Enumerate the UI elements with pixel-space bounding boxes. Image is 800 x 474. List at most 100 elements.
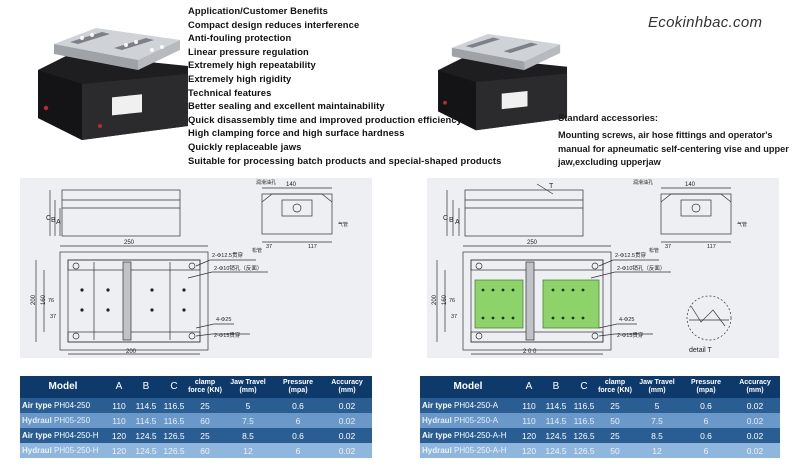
- table-header-row: Model A B C clamp force (KN) Jaw Travel …: [420, 376, 780, 398]
- cell-accuracy: 0.02: [322, 428, 372, 443]
- product-photo-left: [30, 14, 190, 142]
- cell-force: 60: [188, 443, 222, 458]
- accessories-text: Mounting screws, air hose fittings and o…: [558, 130, 789, 168]
- cell-pressure: 0.6: [274, 428, 322, 443]
- cell-travel: 8.5: [222, 428, 274, 443]
- label-air-pipe: 气管: [338, 221, 348, 228]
- callout-through-15: 2-Φ15贯穿: [214, 331, 241, 339]
- label-lube-hole: 润滑油孔: [256, 179, 276, 186]
- cell-c: 116.5: [160, 413, 188, 428]
- dim-140: 140: [685, 182, 696, 188]
- dim-label-a: A: [56, 219, 61, 226]
- detail-t-label: detail T: [689, 347, 713, 354]
- cell-travel: 5: [222, 398, 274, 413]
- dim-label-c: C: [46, 215, 51, 222]
- feature-item: Compact design reduces interference: [188, 18, 360, 30]
- cell-accuracy: 0.02: [322, 398, 372, 413]
- cell-accuracy: 0.02: [730, 443, 780, 458]
- cell-force: 25: [188, 428, 222, 443]
- cell-travel: 12: [632, 443, 682, 458]
- callout-pin-hole: 2-Φ10销孔（反面）: [214, 264, 262, 272]
- cell-c: 116.5: [570, 413, 598, 428]
- dim-160: 160: [41, 294, 47, 305]
- cell-b: 114.5: [132, 398, 160, 413]
- cell-b: 124.5: [132, 443, 160, 458]
- model-cell: Hydraul PH05-250: [20, 413, 106, 428]
- model-cell: Air type PH04-250-H: [20, 428, 106, 443]
- technical-drawing-right: C B A T 140 润滑油孔 37 117 气管 松管: [427, 178, 779, 358]
- model-cell: Air type PH04-250: [20, 398, 106, 413]
- model-cell: Hydraul PH05-250-A: [420, 413, 516, 428]
- header-pressure: Pressure (mpa): [682, 376, 730, 398]
- header-a: A: [516, 376, 542, 398]
- cell-b: 124.5: [542, 428, 570, 443]
- model-cell: Air type PH04-250-A-H: [420, 428, 516, 443]
- cell-pressure: 6: [274, 443, 322, 458]
- accessories-block: Standard accessories: Mounting screws, a…: [558, 112, 794, 170]
- callout-through-15: 2-Φ15贯穿: [617, 331, 644, 339]
- watermark-text: Ecokinhbac.com: [648, 14, 763, 31]
- dim-label-b: B: [449, 217, 454, 224]
- feature-item: Anti-fouling protection: [188, 32, 292, 44]
- header-jaw-travel: Jaw Travel (mm): [222, 376, 274, 398]
- cell-a: 110: [516, 413, 542, 428]
- table-row: Air type PH04-250-A 110 114.5 116.5 25 5…: [420, 398, 780, 413]
- callout-counterbore: 4-Φ25: [619, 317, 634, 323]
- dim-117: 117: [707, 244, 716, 250]
- cell-travel: 5: [632, 398, 682, 413]
- plan-view-body: [59, 251, 209, 351]
- cell-c: 126.5: [160, 443, 188, 458]
- cell-pressure: 0.6: [682, 398, 730, 413]
- feature-item: Quickly replaceable jaws: [188, 140, 302, 152]
- feature-item: Extremely high repeatability: [188, 59, 316, 71]
- model-cell: Hydraul PH05-250-H: [20, 443, 106, 458]
- label-release-pipe: 松管: [649, 247, 659, 254]
- dim-37: 37: [266, 244, 272, 250]
- cell-a: 110: [106, 413, 132, 428]
- dim-37-vertical: 37: [451, 314, 457, 320]
- header-c: C: [160, 376, 188, 398]
- cell-a: 120: [106, 428, 132, 443]
- cell-pressure: 6: [682, 413, 730, 428]
- dim-label-b: B: [51, 217, 56, 224]
- cell-a: 110: [516, 398, 542, 413]
- cell-pressure: 6: [682, 443, 730, 458]
- feature-list: Application/Customer Benefits Compact de…: [188, 4, 518, 167]
- cell-c: 116.5: [570, 398, 598, 413]
- plan-view-body: [462, 251, 612, 351]
- label-lube-hole: 润滑油孔: [633, 179, 653, 186]
- feature-item: Technical features: [188, 86, 272, 98]
- cell-accuracy: 0.02: [730, 428, 780, 443]
- feature-item: Better sealing and excellent maintainabi…: [188, 100, 385, 112]
- detail-t-view: detail T: [686, 295, 732, 354]
- dim-37: 37: [665, 244, 671, 250]
- cell-force: 25: [598, 428, 632, 443]
- model-cell: Hydraul PH05-250-A-H: [420, 443, 516, 458]
- cell-pressure: 6: [274, 413, 322, 428]
- cell-accuracy: 0.02: [322, 443, 372, 458]
- cell-pressure: 0.6: [682, 428, 730, 443]
- cell-c: 126.5: [570, 443, 598, 458]
- header-c: C: [570, 376, 598, 398]
- dim-76: 76: [48, 298, 54, 304]
- header-model: Model: [20, 376, 106, 398]
- cell-pressure: 0.6: [274, 398, 322, 413]
- callout-through-hole: 2-Φ12.5贯穿: [615, 251, 646, 259]
- table-row: Hydraul PH05-250-A 110 114.5 116.5 50 7.…: [420, 413, 780, 428]
- header-clamp-force: clamp force (KN): [188, 376, 222, 398]
- dim-140: 140: [286, 182, 297, 188]
- cell-c: 116.5: [160, 398, 188, 413]
- table-row: Air type PH04-250-A-H 120 124.5 126.5 25…: [420, 428, 780, 443]
- dim-250: 250: [527, 240, 538, 246]
- cell-a: 120: [516, 443, 542, 458]
- cell-b: 114.5: [132, 413, 160, 428]
- header-clamp-force: clamp force (KN): [598, 376, 632, 398]
- dim-200-vertical: 200: [31, 294, 37, 305]
- feature-item: Linear pressure regulation: [188, 45, 309, 57]
- dim-76: 76: [449, 298, 455, 304]
- callout-counterbore: 4-Φ25: [216, 317, 231, 323]
- green-jaw-right: [542, 279, 600, 329]
- feature-item: Suitable for processing batch products a…: [188, 154, 502, 166]
- callout-pin-hole: 2-Φ10销孔（反面）: [617, 264, 665, 272]
- header-b: B: [542, 376, 570, 398]
